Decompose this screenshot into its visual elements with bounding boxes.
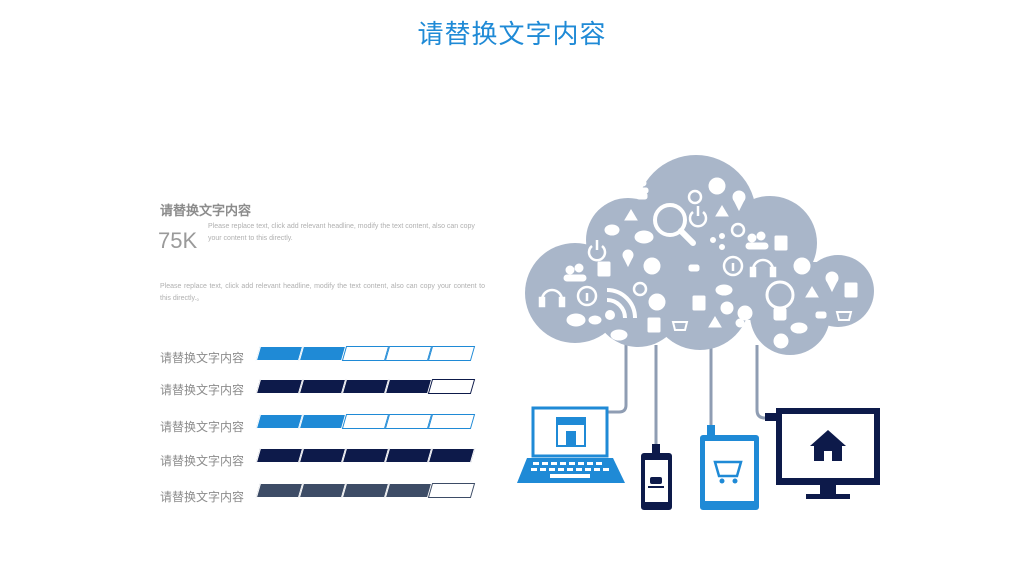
cart-icon: [671, 321, 689, 331]
cloud-shape: [525, 155, 874, 355]
share-icon: [710, 233, 725, 250]
row-label: 请替换文字内容: [160, 351, 245, 365]
info-icon: [576, 285, 598, 307]
page-title: 请替换文字内容: [417, 20, 607, 50]
refresh-icon: [687, 189, 703, 205]
cloud-icons: [538, 177, 858, 349]
alarm-icon: [715, 205, 729, 217]
cart-icon: [835, 311, 853, 321]
connector-lines: [606, 340, 778, 448]
stat-description: Please replace text, click add relevant …: [208, 223, 475, 242]
globe-icon: [793, 257, 811, 275]
pie-chart-icon: [648, 293, 666, 311]
chat-icon: [604, 224, 620, 236]
row-label: 请替换文字内容: [160, 420, 245, 434]
laptop-store-icon: [517, 406, 625, 483]
power-icon: [688, 206, 708, 228]
refresh-icon: [632, 281, 648, 297]
chat-icon: [588, 315, 602, 325]
location-icon: [732, 190, 746, 212]
document-icon: [647, 317, 661, 333]
row-label: 请替换文字内容: [160, 490, 245, 504]
stat-value: 75K: [158, 228, 198, 253]
location-icon: [622, 249, 634, 268]
section-subheading: 请替换文字内容: [160, 204, 252, 219]
info-icon: [722, 255, 744, 277]
alarm-icon: [805, 286, 819, 298]
row-label: 请替换文字内容: [160, 383, 245, 397]
description-paragraph: Please replace text, click add relevant …: [160, 283, 485, 302]
lightbulb-icon: [765, 280, 795, 321]
rss-icon: [605, 288, 637, 320]
refresh-icon: [730, 222, 746, 238]
users-icon: [563, 263, 587, 282]
pie-chart-icon: [720, 301, 734, 315]
headset-icon: [749, 258, 777, 278]
row-label: 请替换文字内容: [160, 454, 245, 468]
coffee-icon: [688, 264, 700, 272]
pie-chart-icon: [773, 333, 789, 349]
chat-icon: [610, 329, 628, 341]
chat-icon: [634, 230, 654, 244]
chat-icon: [566, 313, 586, 327]
coffee-icon: [636, 192, 648, 200]
document-icon: [774, 235, 788, 251]
pie-chart-icon: [708, 177, 726, 195]
phone-coffee-icon: [641, 444, 672, 510]
globe-icon: [643, 257, 661, 275]
document-icon: [597, 261, 611, 277]
power-icon: [587, 240, 607, 262]
document-icon: [692, 295, 706, 311]
location-icon: [825, 271, 839, 293]
chat-icon: [790, 322, 808, 334]
headset-icon: [538, 288, 566, 308]
search-icon: [653, 203, 696, 246]
users-icon: [745, 231, 769, 250]
gear-icon: [735, 305, 753, 328]
coffee-icon: [815, 311, 827, 319]
chat-icon: [715, 284, 733, 296]
document-icon: [844, 282, 858, 298]
monitor-home-icon: [765, 408, 880, 499]
alarm-icon: [708, 316, 722, 328]
alarm-icon: [624, 209, 638, 221]
tablet-cart-icon: [700, 425, 759, 510]
